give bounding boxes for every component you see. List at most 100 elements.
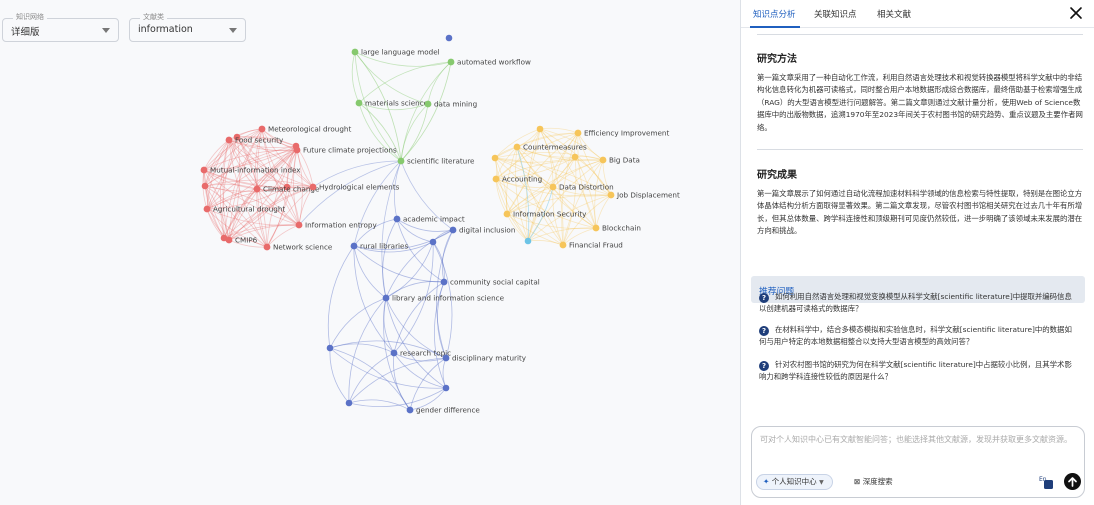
graph-node[interactable] xyxy=(203,205,211,213)
graph-edge xyxy=(228,188,258,241)
graph-edge xyxy=(396,218,454,232)
graph-node[interactable] xyxy=(326,344,334,352)
graph-node[interactable] xyxy=(201,182,209,190)
graph-node[interactable] xyxy=(225,236,233,244)
graph-node-label: Countermeasures xyxy=(523,143,587,152)
graph-edge xyxy=(348,357,447,404)
graph-edge xyxy=(494,157,554,188)
graph-edge xyxy=(236,136,298,151)
graph-node[interactable] xyxy=(424,100,432,108)
graph-node[interactable] xyxy=(350,242,358,250)
graph-edge xyxy=(236,136,300,226)
graph-node[interactable] xyxy=(559,241,567,249)
graph-node[interactable] xyxy=(309,183,317,191)
graph-node[interactable] xyxy=(440,278,448,286)
graph-node-label: Future climate projections xyxy=(303,146,397,155)
tab-knowledge-analysis[interactable]: 知识点分析 xyxy=(753,10,796,20)
graph-node[interactable] xyxy=(393,215,401,223)
graph-node[interactable] xyxy=(429,238,437,246)
divider xyxy=(757,34,1083,35)
graph-node[interactable] xyxy=(253,185,261,193)
graph-edge xyxy=(561,132,579,246)
graph-node[interactable] xyxy=(445,34,453,42)
graph-node[interactable] xyxy=(574,129,582,137)
graph-edge xyxy=(527,227,597,242)
graph-node[interactable] xyxy=(592,224,600,232)
view-select-label: 知识网络 xyxy=(13,12,47,22)
graph-node[interactable] xyxy=(491,154,499,162)
graph-edge xyxy=(516,146,564,246)
graph-edge xyxy=(506,213,597,230)
close-icon[interactable] xyxy=(1069,6,1083,20)
graph-edge xyxy=(204,149,298,187)
graph-node[interactable] xyxy=(599,156,607,164)
graph-edge xyxy=(329,347,447,389)
question-item[interactable]: ?在材料科学中，结合多模态模拟和实验信息时，科学文献[scientific li… xyxy=(759,324,1079,348)
graph-edge xyxy=(298,160,402,226)
graph-node[interactable] xyxy=(382,294,390,302)
graph-edge xyxy=(286,186,300,226)
graph-node[interactable] xyxy=(449,226,457,234)
translate-icon[interactable]: En xyxy=(1039,475,1053,489)
graph-node[interactable] xyxy=(258,125,266,133)
graph-edge xyxy=(236,136,288,188)
graph-edge xyxy=(353,229,454,250)
view-select[interactable]: 知识网络 详细版 xyxy=(2,12,119,42)
graph-node[interactable] xyxy=(607,191,615,199)
graph-edge xyxy=(222,136,238,239)
graph-node[interactable] xyxy=(571,153,579,161)
graph-node[interactable] xyxy=(351,48,359,56)
tab-related-literature[interactable]: 相关文献 xyxy=(877,10,912,20)
graph-node[interactable] xyxy=(406,406,414,414)
graph-node[interactable] xyxy=(345,399,353,407)
graph-node[interactable] xyxy=(397,157,405,165)
graph-edge xyxy=(296,149,314,188)
graph-edge xyxy=(203,169,314,189)
graph-edge xyxy=(494,128,541,159)
deep-search-toggle[interactable]: ⊠ 深度搜索 xyxy=(848,474,899,490)
graph-node[interactable] xyxy=(536,125,544,133)
graph-node[interactable] xyxy=(295,221,303,229)
graph-edge xyxy=(594,159,604,229)
graph-node[interactable] xyxy=(442,354,450,362)
graph-edge xyxy=(348,352,395,404)
graph-edge xyxy=(206,208,268,248)
graph-edge xyxy=(206,188,258,210)
graph-node[interactable] xyxy=(503,210,511,218)
graph-node[interactable] xyxy=(283,183,291,191)
graph-edge xyxy=(354,51,402,162)
graph-node[interactable] xyxy=(442,384,450,392)
graph-edge xyxy=(354,51,452,67)
send-button[interactable] xyxy=(1064,473,1081,490)
type-select[interactable]: 文献类 information xyxy=(129,12,246,42)
graph-node[interactable] xyxy=(492,175,500,183)
graph-edge xyxy=(393,281,445,354)
analysis-panel: 知识点分析 关联知识点 相关文献 研究方法 第一篇文章采用了一种自动化工作流，利… xyxy=(740,0,1094,505)
graph-node[interactable] xyxy=(549,183,557,191)
question-item[interactable]: ?针对农村图书馆的研究为何在科学文献[scientific literature… xyxy=(759,359,1079,383)
graph-node[interactable] xyxy=(293,146,301,154)
graph-edge xyxy=(506,194,612,215)
graph-node[interactable] xyxy=(233,133,241,141)
graph-node[interactable] xyxy=(447,58,455,66)
graph-edge xyxy=(385,241,434,299)
graph-node[interactable] xyxy=(263,243,271,251)
graph-node-label: library and information science xyxy=(392,294,505,303)
graph-node-label: academic impact xyxy=(403,215,465,224)
question-item[interactable]: ?如何利用自然语言处理和视觉变换模型从科学文献[scientific liter… xyxy=(759,291,1079,315)
graph-edge xyxy=(204,185,288,192)
graph-node[interactable] xyxy=(225,136,233,144)
graph-edge xyxy=(228,186,288,241)
graph-node[interactable] xyxy=(200,166,208,174)
tab-related-knowledge[interactable]: 关联知识点 xyxy=(814,10,857,20)
divider xyxy=(757,149,1083,150)
graph-node[interactable] xyxy=(390,349,398,357)
graph-edge xyxy=(203,169,225,239)
knowledge-center-selector[interactable]: ✦ 个人知识中心 ▼ xyxy=(756,474,833,490)
graph-node[interactable] xyxy=(524,237,532,245)
graph-node[interactable] xyxy=(355,99,363,107)
graph-node[interactable] xyxy=(513,143,521,151)
chat-input[interactable]: 可对个人知识中心已有文献智能问答；也能选择其他文献源，发现并获取更多文献资源。 … xyxy=(751,426,1085,498)
graph-edge xyxy=(353,245,387,299)
